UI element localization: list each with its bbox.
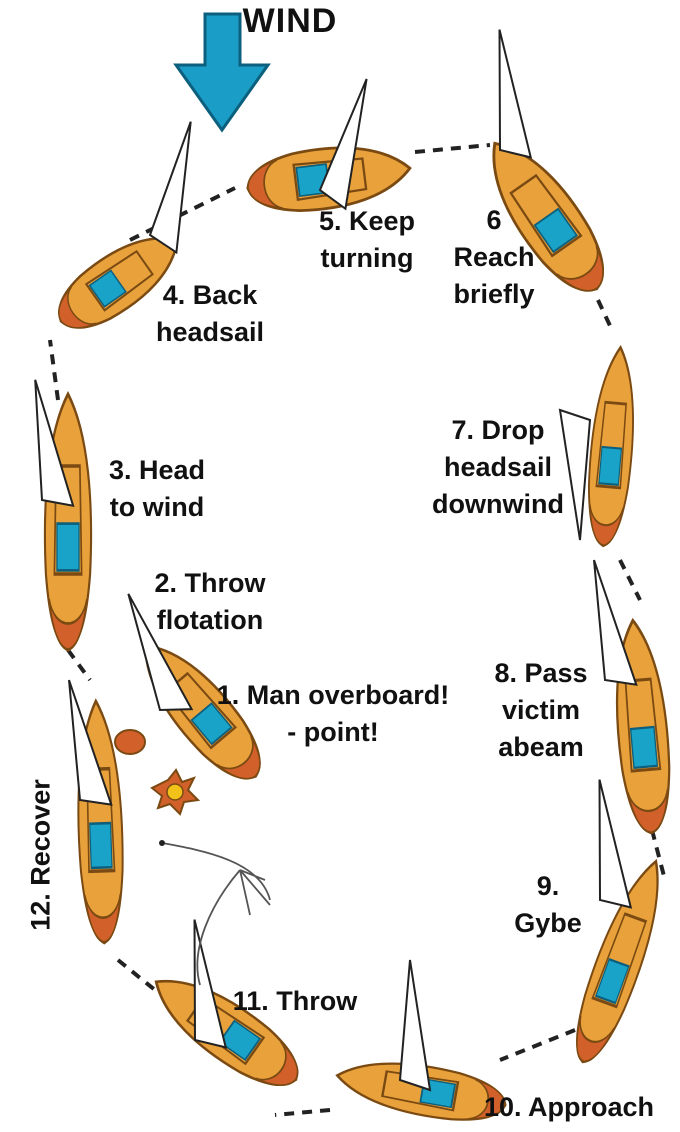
victim-icon	[152, 770, 198, 814]
step-10-label: 10. Approach	[484, 1089, 654, 1126]
sail-4	[147, 119, 210, 252]
sail-9	[590, 778, 631, 910]
step-1-label: 1. Man overboard!- point!	[217, 677, 450, 751]
boat-11	[141, 960, 312, 1102]
step-12-label: 12. Recover	[26, 779, 57, 931]
step-11-label: 11. Throw	[233, 983, 358, 1020]
step-9-label: 9.Gybe	[514, 868, 582, 942]
throw-line	[162, 843, 270, 985]
boat-7	[583, 346, 641, 548]
sail-6	[490, 28, 531, 160]
sail-10	[400, 960, 430, 1090]
wind-label: WIND	[243, 2, 338, 41]
flotation-icon	[115, 730, 145, 754]
sail-7	[560, 410, 590, 540]
